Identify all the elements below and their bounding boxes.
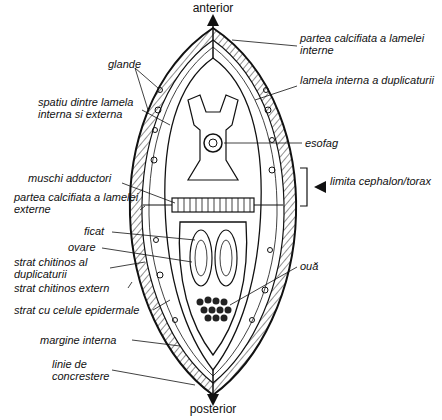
part-label: muschi adductori [28, 172, 128, 184]
part-label: ouă [300, 260, 340, 272]
part-label: linie de concrestere [52, 358, 116, 382]
part-label: strat chitinos extern [14, 282, 132, 294]
axis-label: posterior [168, 403, 258, 415]
part-label: limita cephalon/torax [330, 175, 438, 187]
axis-label: anterior [173, 2, 253, 14]
part-label: partea calcifiata a lamelei externe [14, 191, 144, 215]
part-label: strat chitinos al duplicaturii [14, 256, 114, 280]
part-label: spatiu dintre lamela interna si externa [38, 96, 144, 120]
part-label: ficat [84, 225, 124, 237]
part-label: partea calcifiata a lamelei interne [300, 32, 440, 56]
part-label: lamela interna a duplicaturii [300, 74, 440, 86]
part-label: glande [108, 58, 148, 70]
part-label: margine interna [40, 334, 136, 346]
part-label: esofag [305, 137, 365, 149]
part-label: ovare [68, 241, 108, 253]
part-label: strat cu celule epidermale [14, 304, 156, 316]
